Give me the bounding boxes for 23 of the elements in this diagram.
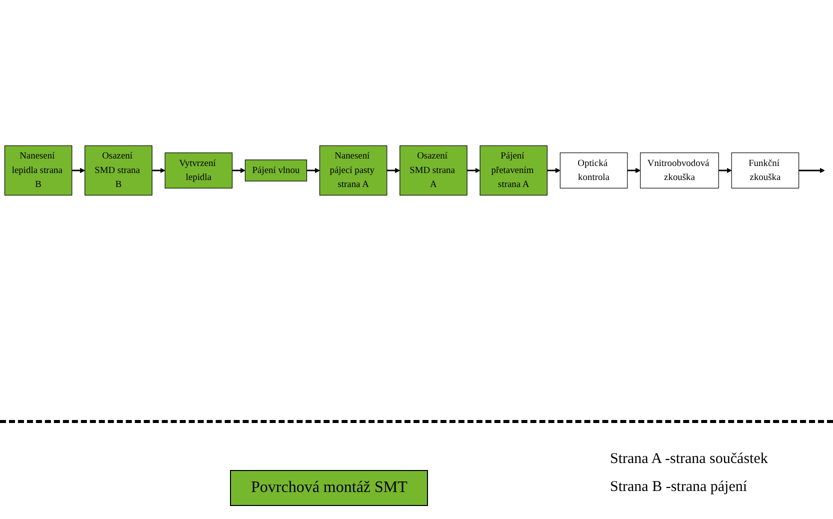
arrow (386, 167, 400, 173)
node-box: Nanesení pájecí pasty strana A (319, 144, 388, 196)
arrow (467, 167, 480, 173)
note-text: Strana A -strana součástek (610, 450, 768, 469)
arrow (547, 167, 560, 173)
note-text: Strana B -strana pájení (610, 478, 748, 497)
arrow (72, 167, 86, 173)
node-box: Nanesení lepidla strana B (4, 144, 72, 196)
arrow (798, 167, 825, 173)
legend-swatch: Povrchová montáž SMT (230, 470, 428, 506)
arrow (232, 167, 246, 173)
arrow (306, 167, 320, 173)
node-box: Vnitroobvodová zkouška (640, 152, 719, 188)
node-box: Pájení přetavením strana A (480, 144, 548, 196)
node-box: Osazení SMD strana B (84, 144, 152, 196)
node-box: Optická kontrola (560, 152, 628, 188)
arrow (718, 167, 732, 173)
arrow (152, 167, 166, 173)
node-box: Funkční zkouška (731, 152, 800, 188)
arrow (627, 167, 641, 173)
node-box: Osazení SMD strana A (400, 144, 468, 196)
node-box: Vytvrzení lepidla (164, 152, 233, 188)
node-box: Pájení vlnou (244, 159, 308, 181)
